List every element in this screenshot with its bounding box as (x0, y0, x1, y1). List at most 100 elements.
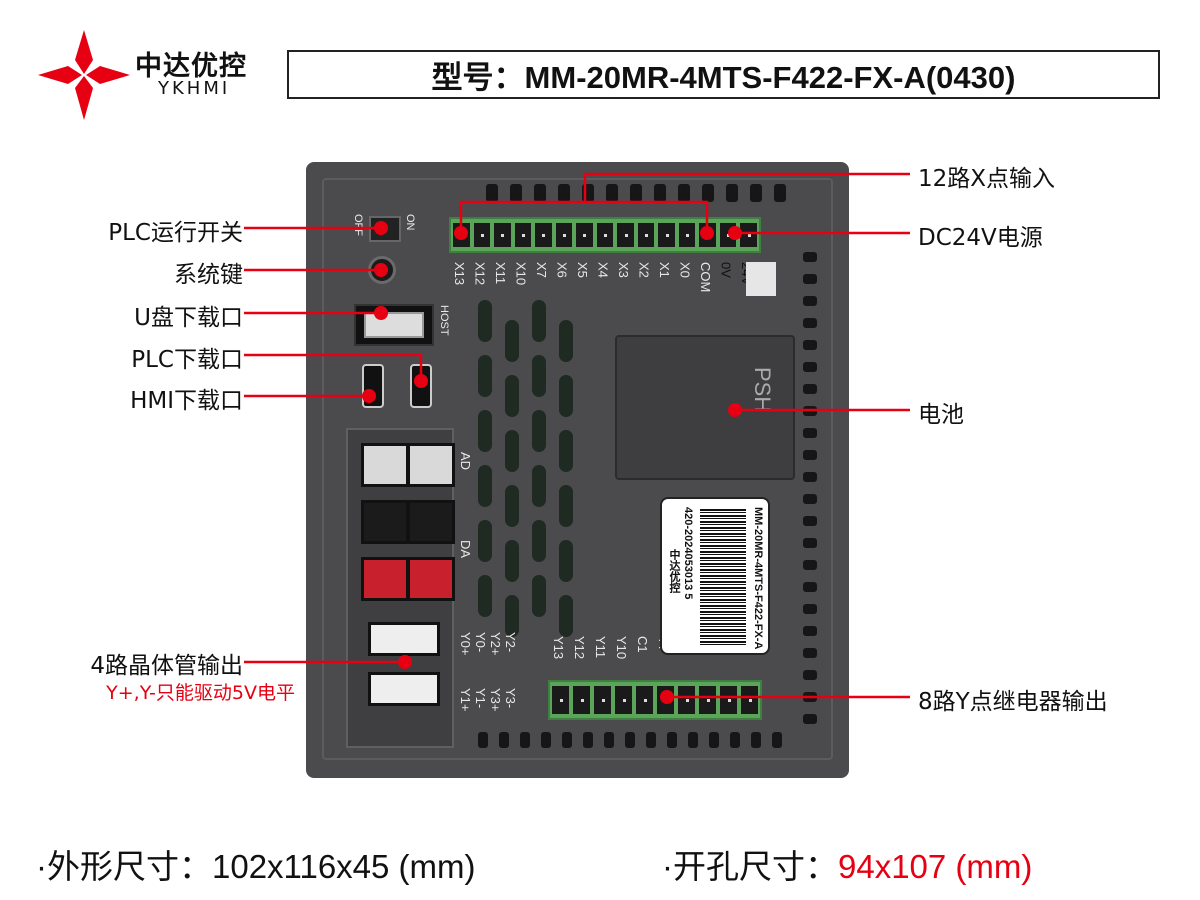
vent-slot (803, 560, 817, 570)
x-terminal-label: X12 (472, 262, 488, 286)
vent-slot (803, 274, 817, 284)
ykhmi-logo-icon (38, 30, 130, 120)
transistor-connector-1[interactable] (368, 622, 440, 656)
terminal-pin[interactable] (576, 223, 593, 247)
vent-slot (803, 428, 817, 438)
sticker-brand: 中达优控 (668, 549, 680, 593)
ad-label: AD (458, 452, 473, 471)
terminal-pin[interactable] (615, 686, 632, 714)
terminal-pin[interactable] (678, 223, 696, 247)
vent-slot (558, 184, 570, 202)
transistor-label: Y1- (473, 688, 488, 709)
barcode-icon (700, 509, 746, 645)
vent-slot (532, 520, 546, 562)
callout-usb: U盘下载口 (134, 305, 243, 331)
terminal-pin[interactable] (514, 223, 532, 247)
vent-slot (630, 184, 642, 202)
terminal-pin[interactable] (494, 223, 511, 247)
vent-slot (726, 184, 738, 202)
outer-dim-value: 102x116x45 (mm) (212, 848, 476, 885)
transistor-label: Y3- (503, 688, 518, 709)
vent-slot (532, 465, 546, 507)
vent-slot (505, 595, 519, 637)
vent-slot (505, 375, 519, 417)
vent-slot (478, 300, 492, 342)
vent-slot (803, 252, 817, 262)
terminal-pin[interactable] (535, 223, 552, 247)
y-terminal-label: Y10 (614, 636, 629, 660)
vent-slot (774, 184, 786, 202)
terminal-pin[interactable] (573, 686, 590, 714)
x-terminal-label: X6 (554, 262, 570, 278)
switch-off-label: OFF (352, 214, 364, 236)
vent-slot (803, 582, 817, 592)
vent-slot (505, 485, 519, 527)
product-sticker: MM-20MR-4MTS-F422-FX-A 420-2024053013 5 … (660, 497, 770, 655)
terminal-pin[interactable] (636, 686, 653, 714)
callout-hmi-port: HMI下载口 (130, 388, 243, 414)
device-panel (322, 178, 833, 760)
ad-connector[interactable] (407, 443, 455, 487)
callout-transistor-note: Y+,Y-只能驱动5V电平 (106, 682, 295, 704)
vent-slot (702, 184, 714, 202)
battery-cover[interactable]: PSH (615, 335, 795, 480)
vent-slot (803, 472, 817, 482)
terminal-pin[interactable] (720, 686, 737, 714)
outer-dimensions: ·外形尺寸：102x116x45 (mm) (36, 840, 476, 888)
vent-slot (505, 430, 519, 472)
terminal-pin[interactable] (740, 223, 757, 247)
terminal-pin[interactable] (594, 686, 611, 714)
vent-slot (583, 732, 593, 748)
vent-slot (478, 355, 492, 397)
sticker-model: MM-20MR-4MTS-F422-FX-A (752, 507, 764, 650)
vent-slot (803, 296, 817, 306)
callout-transistor: 4路晶体管输出 (90, 653, 243, 679)
vent-slot (803, 670, 817, 680)
terminal-pin[interactable] (596, 223, 614, 247)
vent-slot (803, 494, 817, 504)
vent-slot (559, 430, 573, 472)
vent-slot (730, 732, 740, 748)
transistor-label: Y3+ (488, 688, 503, 712)
vent-slot (646, 732, 656, 748)
terminal-pin[interactable] (699, 686, 716, 714)
terminal-pin[interactable] (555, 223, 573, 247)
x-terminal-label: X1 (657, 262, 672, 278)
vent-slot (559, 595, 573, 637)
sticker-serial: 420-2024053013 5 (682, 507, 694, 600)
x-terminal-label: COM (698, 262, 713, 293)
transistor-connector-2[interactable] (368, 672, 440, 706)
da-connector[interactable] (407, 500, 455, 544)
terminal-pin[interactable] (637, 223, 655, 247)
da-connector[interactable] (361, 500, 409, 544)
vent-slot (478, 410, 492, 452)
x-terminal-label: X5 (575, 262, 590, 278)
terminal-pin[interactable] (741, 686, 758, 714)
vent-slot (478, 732, 488, 748)
terminal-pin[interactable] (617, 223, 634, 247)
vent-slot (604, 732, 614, 748)
vent-slot (532, 410, 546, 452)
terminal-pin[interactable] (678, 686, 695, 714)
vent-slot (750, 184, 762, 202)
vent-slot (559, 540, 573, 582)
x-terminal-label: X2 (636, 262, 652, 278)
da-connector[interactable] (407, 557, 455, 601)
vent-slot (709, 732, 719, 748)
terminal-pin[interactable] (473, 223, 491, 247)
y-terminal-label: Y13 (551, 636, 566, 660)
power-label-bg (746, 262, 776, 296)
vent-slot (520, 732, 530, 748)
terminal-pin[interactable] (552, 686, 569, 714)
usb-host-port[interactable] (354, 304, 434, 346)
vent-slot (559, 320, 573, 362)
vent-slot (559, 375, 573, 417)
y-output-terminal[interactable] (548, 680, 762, 720)
vent-slot (751, 732, 761, 748)
vent-slot (505, 320, 519, 362)
vent-slot (562, 732, 572, 748)
terminal-pin[interactable] (658, 223, 675, 247)
vent-slot (559, 485, 573, 527)
model-title: 型号：MM-20MR-4MTS-F422-FX-A(0430) (287, 50, 1160, 99)
